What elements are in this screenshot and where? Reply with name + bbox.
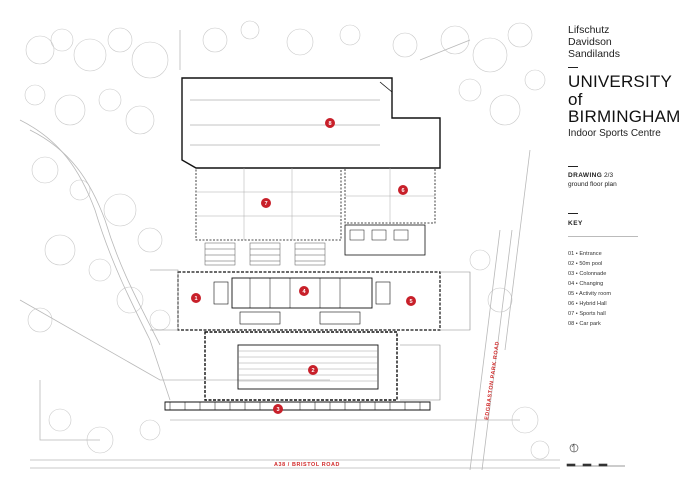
drawing-number: DRAWING 2/3	[568, 172, 614, 179]
svg-text:6: 6	[401, 188, 404, 194]
svg-text:5: 5	[409, 299, 412, 305]
svg-text:4: 4	[302, 289, 306, 295]
divider	[568, 67, 578, 68]
marker-pool: 2	[308, 365, 318, 375]
marker-hybrid-hall: 6	[398, 185, 408, 195]
marker-sports-hall: 7	[261, 198, 271, 208]
road-label-bristol: A38 / BRISTOL ROAD	[274, 462, 340, 468]
road-network	[19, 30, 560, 471]
key-item-car-park: 08 • Car park	[568, 321, 601, 327]
divider	[568, 166, 578, 167]
divider	[568, 213, 578, 214]
svg-text:3: 3	[276, 407, 279, 413]
marker-car-park: 8	[325, 118, 335, 128]
firm-name-line2: Davidson	[568, 36, 612, 48]
key-item-colonnade: 03 • Colonnade	[568, 271, 607, 277]
title-block: Lifschutz Davidson Sandilands UNIVERSITY…	[560, 0, 700, 495]
marker-entrance: 1	[191, 293, 201, 303]
key-item-entrance: 01 • Entrance	[568, 251, 602, 257]
firm-name-line3: Sandilands	[568, 48, 620, 60]
svg-text:8: 8	[328, 121, 331, 127]
client-line3: BIRMINGHAM	[568, 107, 681, 126]
firm-name-line1: Lifschutz	[568, 24, 610, 36]
svg-text:1: 1	[194, 296, 197, 302]
divider	[568, 236, 638, 237]
svg-text:2: 2	[311, 368, 314, 374]
svg-text:7: 7	[264, 201, 267, 207]
marker-colonnade: 3	[273, 404, 283, 414]
client-line2: of	[568, 90, 583, 109]
key-item-changing: 04 • Changing	[568, 281, 604, 287]
key-item-hybrid-hall: 06 • Hybrid Hall	[568, 301, 607, 307]
key-item-pool: 02 • 50m pool	[568, 261, 603, 267]
key-heading: KEY	[568, 220, 583, 227]
drawing-title: ground floor plan	[568, 181, 617, 188]
marker-changing: 4	[299, 286, 309, 296]
scale-bar	[566, 463, 625, 467]
key-item-activity-room: 05 • Activity room	[568, 291, 612, 297]
key-item-sports-hall: 07 • Sports hall	[568, 311, 606, 317]
marker-activity-room: 5	[406, 296, 416, 306]
client-line1: UNIVERSITY	[568, 72, 673, 91]
plan-markers: 1 2 3 4 5 6 7 8	[191, 118, 416, 414]
north-arrow	[569, 443, 579, 453]
building-outline	[150, 77, 471, 411]
project-title: Indoor Sports Centre	[568, 128, 661, 139]
road-label-edgbaston: EDGBASTON PARK ROAD	[484, 341, 501, 421]
